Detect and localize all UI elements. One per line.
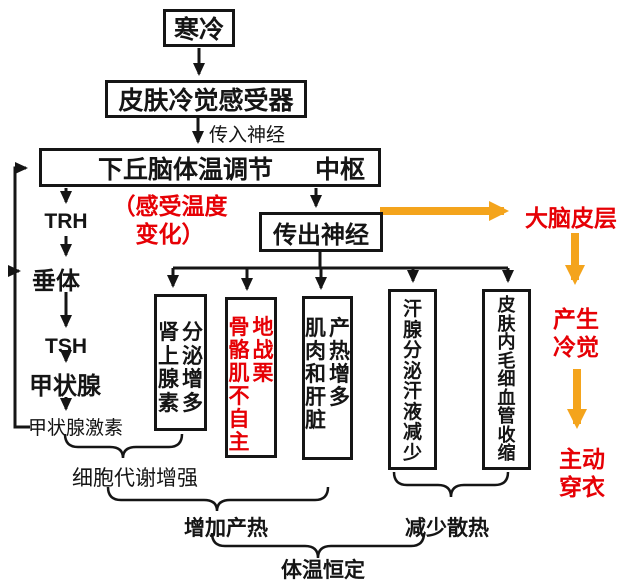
node-efferent-nerve-label: 传出神经 [273,221,369,249]
effector-text-column: 骨骼肌不自主 [228,316,250,454]
node-skin-receptor-label: 皮肤冷觉感受器 [118,87,294,115]
node-regulation-center-main: 下丘脑体温调节 [98,155,274,184]
effector-text-column: 产热增多 [329,317,350,409]
effector-box-sweat: 汗腺分泌汗液减少 [388,289,437,470]
node-regulation-center-suffix: 中枢 [315,155,366,184]
node-efferent-nerve: 传出神经 [259,212,383,252]
label-cell-metabolism: 细胞代谢增强 [72,467,198,490]
label-cold-sensation-line2: 冷觉 [553,334,599,360]
label-dress-actively-line1: 主动 [559,446,605,472]
effector-text-column: 皮肤内毛细血管收缩 [497,295,516,463]
label-temp-stable: 体温恒定 [281,559,365,581]
label-thyroid: 甲状腺 [29,373,101,400]
brace-decrease-heat [392,471,510,498]
label-trh: TRH [44,210,88,233]
effector-box-shivering: 骨骼肌不自主地战栗 [225,297,277,458]
label-cold-sensation-line1: 产生 [553,306,599,332]
effector-box-muscle-liver: 肌肉和肝脏产热增多 [302,296,353,460]
node-skin-receptor: 皮肤冷觉感受器 [105,80,307,118]
label-cold-sensation: 产生 冷觉 [547,305,605,361]
node-cold-label: 寒冷 [173,16,224,44]
feedback-hormone-to-center [13,162,30,429]
label-dress-actively-line2: 穿衣 [559,474,605,500]
note-sense-temperature-line2: 变化） [135,221,205,247]
label-tsh: TSH [45,335,87,358]
note-sense-temperature: （感受温度 变化） [105,192,235,248]
efferent-distribution-line [173,252,508,270]
label-pituitary: 垂体 [32,268,80,295]
label-cerebral-cortex: 大脑皮层 [525,205,617,231]
label-increase-heat: 增加产热 [184,517,268,540]
node-regulation-center: 下丘脑体温调节 中枢 [39,148,381,187]
label-thyroid-hormone: 甲状腺激素 [28,418,124,439]
effector-text-column: 分泌增多 [182,321,203,415]
effector-text-column: 肌肉和肝脏 [305,317,326,432]
label-afferent-nerve: 传入神经 [209,125,286,146]
note-sense-temperature-line1: （感受温度 [112,193,228,219]
effector-text-column: 肾上腺素 [158,321,179,415]
label-decrease-heat: 减少散热 [405,517,489,540]
effector-box-capillary: 皮肤内毛细血管收缩 [482,289,531,470]
node-cold: 寒冷 [163,9,235,47]
effector-box-adrenaline: 肾上腺素分泌增多 [154,294,207,431]
effector-text-column: 汗腺分泌汗液减少 [402,299,422,464]
effector-text-column: 地战栗 [252,316,274,385]
label-dress-actively: 主动 穿衣 [553,445,611,501]
